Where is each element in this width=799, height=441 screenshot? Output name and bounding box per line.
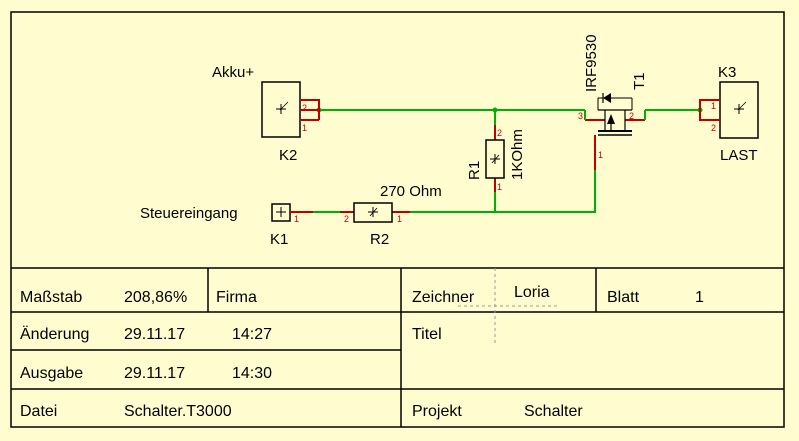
projekt-label: Projekt [412, 403, 462, 420]
k3-body [719, 81, 759, 139]
r1-body [485, 139, 505, 179]
t1-ref: T1 [631, 72, 648, 90]
blatt-label: Blatt [607, 289, 640, 306]
k2-pin1-label: 1 [302, 123, 307, 133]
r1-ref: R1 [466, 161, 483, 180]
k2-pin2-label: 2 [302, 103, 307, 113]
resistor-r2[interactable]: 2 1 270 Ohm R2 [340, 183, 442, 248]
ausgabe-date: 29.11.17 [124, 365, 185, 382]
r2-ref: R2 [370, 231, 389, 248]
drawing-frame [10, 11, 785, 428]
k1-label: Steuereingang [140, 205, 238, 222]
zeichner-label: Zeichner [412, 289, 475, 306]
node-r1-top [492, 107, 498, 113]
k3-ref: K3 [718, 64, 736, 81]
r2-body [353, 202, 393, 223]
k2-ref: K2 [279, 147, 297, 164]
aenderung-label: Änderung [20, 325, 89, 343]
t1-value: IRF9530 [583, 34, 600, 92]
resistor-r1[interactable]: 2 1 R1 1KOhm [466, 125, 526, 192]
r1-pin1-label: 1 [497, 182, 502, 192]
ausgabe-label: Ausgabe [20, 365, 83, 382]
blatt-value: 1 [695, 289, 704, 306]
titel-label: Titel [412, 326, 442, 343]
r1-value: 1KOhm [509, 129, 526, 180]
massstab-label: Maßstab [20, 289, 82, 306]
projekt-value: Schalter [524, 403, 583, 420]
wire-r2-to-gate [410, 170, 596, 213]
k2-label: Akku+ [212, 64, 254, 81]
title-block [11, 267, 784, 427]
k3-pin2-label: 2 [711, 123, 716, 133]
r2-value: 270 Ohm [380, 183, 442, 200]
ausgabe-time: 14:30 [232, 365, 272, 382]
r1-pin2-label: 2 [497, 128, 502, 138]
t1-pin3-label: 3 [578, 111, 583, 121]
k3-label: LAST [720, 147, 758, 164]
transistor-t1[interactable]: 3 2 1 IRF9530 T1 [578, 34, 648, 170]
datei-value: Schalter.T3000 [124, 403, 232, 420]
k3-pin1-label: 1 [711, 101, 716, 111]
wires [313, 100, 700, 213]
r2-pin2-label: 2 [344, 214, 349, 224]
r2-pin1-label: 1 [397, 214, 402, 224]
k1-pin1-label: 1 [294, 214, 299, 224]
massstab-value: 208,86% [124, 289, 187, 306]
firma-label: Firma [216, 289, 257, 306]
t1-pin1-label: 1 [598, 150, 603, 160]
title-block-guides [458, 268, 560, 345]
aenderung-time: 14:27 [232, 326, 272, 343]
k1-ref: K1 [270, 231, 288, 248]
t1-pin2-label: 2 [629, 111, 634, 121]
connector-k3[interactable]: 1 2 K3 LAST [699, 64, 759, 164]
zeichner-value: Loria [514, 284, 550, 301]
datei-label: Datei [20, 403, 57, 420]
aenderung-date: 29.11.17 [124, 326, 185, 343]
connector-k1[interactable]: 1 Steuereingang K1 [140, 203, 313, 248]
connector-k2[interactable]: 2 1 Akku+ K2 [212, 64, 320, 164]
k2-pin-leads [300, 99, 320, 111]
